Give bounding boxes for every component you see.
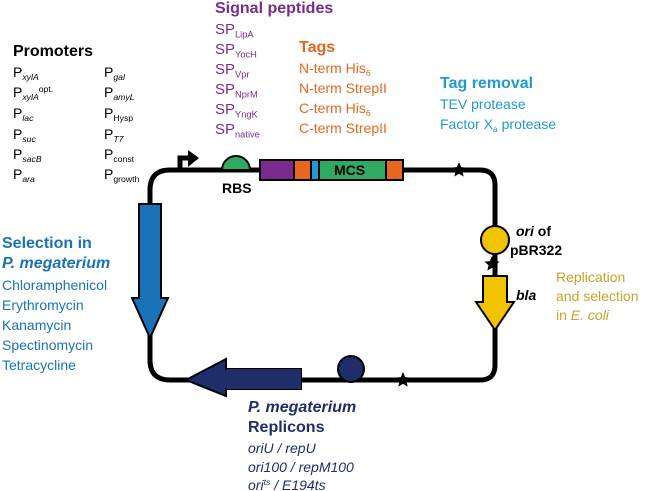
promoter-item: PamyL	[104, 84, 135, 103]
bla-label: bla	[516, 287, 537, 303]
signal-peptide-item: SPLipA	[215, 21, 254, 40]
replicon-item: ori100 / repM100	[248, 459, 354, 475]
promoter-arrow	[177, 150, 199, 170]
signal-peptide-item: SPNprM	[215, 81, 258, 100]
selection-marker-arrow	[130, 203, 170, 341]
replicon-item: oriU / repU	[248, 440, 316, 456]
restriction-site-star	[395, 372, 411, 387]
signal-peptide-item: SPYocH	[215, 41, 257, 60]
restriction-site-star	[484, 256, 500, 271]
antibiotic-item: Spectinomycin	[2, 337, 94, 353]
c-term-tag-box	[385, 159, 404, 181]
promoter-item: Psuc	[13, 126, 36, 145]
factor-xa-label: Factor Xa protease	[440, 116, 557, 135]
antibiotic-item: Tetracycline	[2, 357, 76, 373]
promoter-item: Para	[13, 166, 35, 185]
selection-title: Selection in	[2, 235, 92, 252]
antibiotic-item: Erythromycin	[2, 297, 84, 313]
protease-site-box	[310, 159, 320, 181]
promoter-item: PxylA	[13, 64, 39, 83]
rbs-label: RBS	[222, 180, 252, 196]
promoters-title: Promoters	[13, 43, 94, 60]
signal-peptide-item: SPnative	[215, 121, 260, 140]
replicons-title: Replicons	[248, 419, 325, 436]
expression-cassette	[259, 159, 404, 181]
antibiotic-item: Kanamycin	[2, 317, 72, 333]
replicons-organism: P. megaterium	[248, 399, 357, 416]
promoter-item: Pgrowth	[104, 166, 140, 185]
tag-removal-title: Tag removal	[440, 75, 534, 92]
tag-item: C-term His6	[299, 100, 371, 119]
replicon-item: orits / E194ts	[248, 477, 326, 491]
rbs-shape	[220, 155, 252, 171]
promoter-item: PHysp	[104, 105, 134, 124]
promoter-item: Pconst	[104, 146, 135, 165]
tag-item: N-term StrepII	[299, 80, 387, 96]
tag-item: C-term StrepII	[299, 120, 387, 136]
promoter-item: Plac	[13, 105, 34, 124]
signal-peptides-title: Signal peptides	[215, 0, 334, 17]
ori-pbr322-circle	[480, 225, 510, 255]
replicon-circle	[337, 355, 365, 383]
promoter-item: PxylAopt.	[13, 84, 54, 103]
n-term-tag-box	[293, 159, 312, 181]
ori-label: ori of	[516, 223, 551, 239]
signal-peptide-item: SPYngK	[215, 101, 258, 120]
tags-title: Tags	[299, 39, 336, 56]
promoter-item: Pgal	[104, 64, 125, 83]
pbr322-label: pBR322	[510, 242, 563, 258]
plasmid-backbone	[147, 167, 498, 383]
bla-arrow	[474, 275, 516, 332]
signal-peptide-box	[259, 159, 295, 181]
restriction-site-star	[451, 162, 467, 177]
selection-organism: P. megaterium	[2, 255, 111, 272]
signal-peptide-item: SPVpr	[215, 61, 250, 80]
tag-item: N-term His6	[299, 60, 371, 79]
mcs-label: MCS	[334, 162, 366, 178]
tev-protease-label: TEV protease	[440, 96, 526, 112]
antibiotic-item: Chloramphenicol	[2, 277, 108, 293]
promoter-item: PsacB	[13, 146, 42, 165]
promoter-item: PT7	[104, 126, 124, 145]
